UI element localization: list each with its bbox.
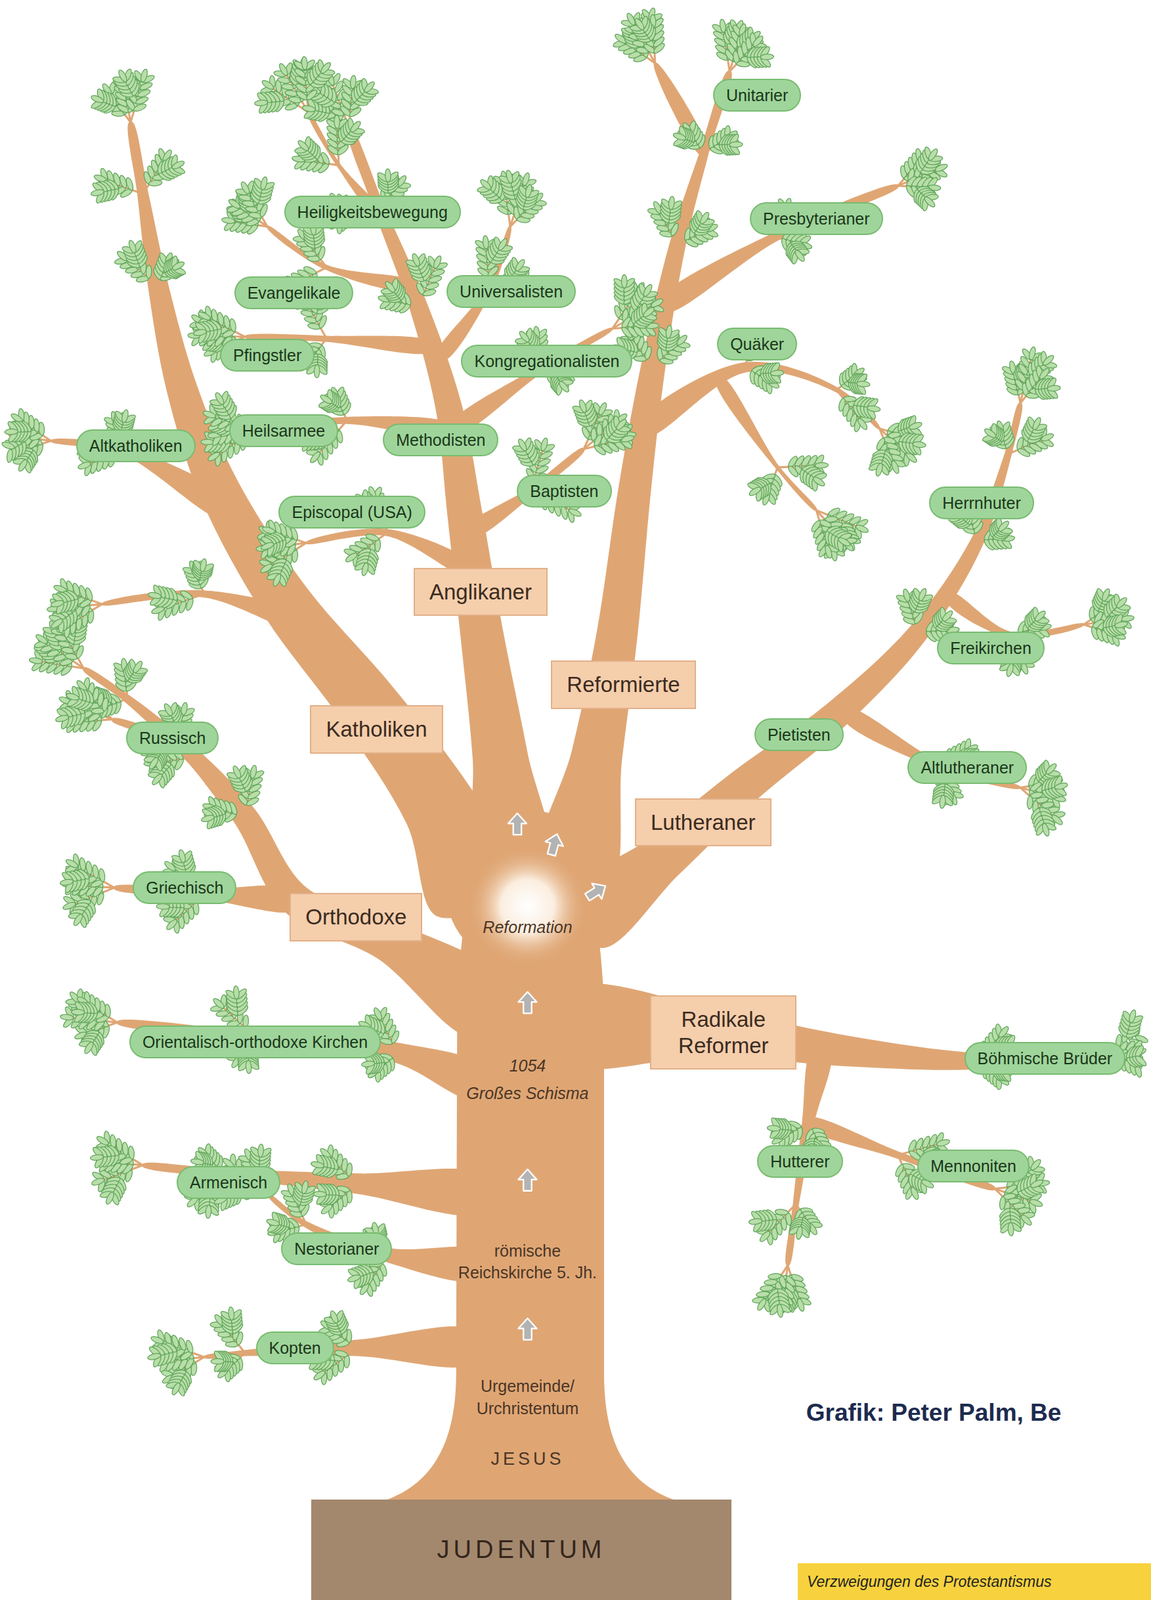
- leaf: [729, 141, 744, 148]
- leaf: [384, 168, 391, 183]
- leaf: [145, 265, 152, 279]
- leaf: [760, 53, 775, 60]
- leaf: [313, 1191, 327, 1197]
- leaf: [70, 1009, 85, 1016]
